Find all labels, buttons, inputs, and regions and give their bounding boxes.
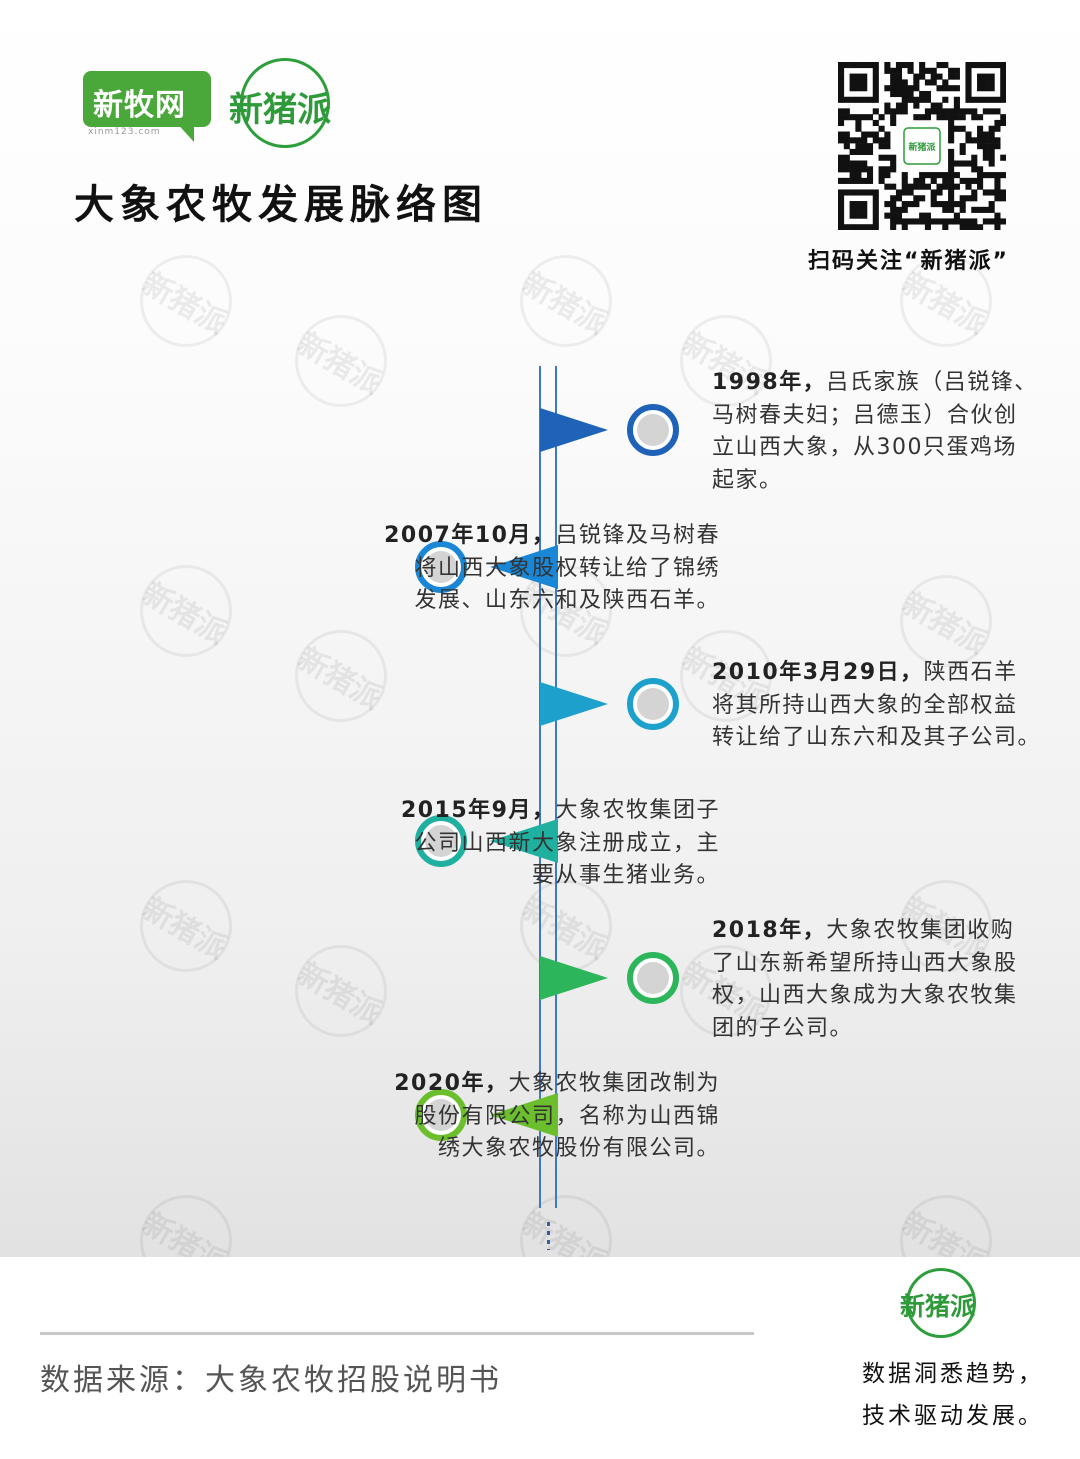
watermark-stamp: 新猪派 — [123, 238, 249, 364]
timeline-axis-line — [539, 366, 541, 1208]
timeline-entry-line: 权，山西大象成为大象农牧集 — [712, 983, 1018, 1008]
watermark-stamp: 新猪派 — [123, 863, 249, 989]
timeline-node-center — [637, 688, 669, 720]
xinmu-logo-url: xinm123.com — [88, 127, 161, 137]
timeline-entry-line: 1998年，吕氏家族（吕锐锋、 — [712, 367, 1038, 400]
timeline-entry-line: 2020年，大象农牧集团改制为 — [394, 1068, 720, 1101]
timeline-pointer-flag — [490, 819, 558, 863]
timeline-entry-line: 团的子公司。 — [712, 1015, 854, 1041]
watermark-stamp: 新猪派 — [123, 548, 249, 674]
timeline-node-center — [425, 825, 457, 857]
timeline-year: 2018年， — [712, 918, 827, 943]
xinmu-logo-tail — [174, 120, 194, 142]
footer-logo-text: 新猪派 — [900, 1292, 976, 1321]
timeline-pointer-flag — [490, 1093, 558, 1137]
watermark-stamp: 新猪派 — [883, 1178, 1009, 1257]
timeline-year: 1998年， — [712, 370, 827, 395]
timeline-pointer-flag — [540, 682, 608, 726]
xinzhupai-logo-text: 新猪派 — [229, 90, 331, 130]
timeline-entry-line: 将其所持山西大象的全部权益 — [712, 692, 1018, 718]
timeline-node-center — [425, 1099, 457, 1131]
timeline-entry-line: 转让给了山东六和及其子公司。 — [712, 725, 1042, 750]
timeline-year: 2010年3月29日， — [712, 660, 924, 685]
qr-code[interactable]: 新猪派 — [838, 62, 1006, 230]
timeline-entry-text: 2020年，大象农牧集团改制为股份有限公司，名称为山西锦绣大象农牧股份有限公司。 — [394, 1068, 720, 1166]
timeline-node — [415, 541, 467, 593]
watermark-stamp: 新猪派 — [503, 238, 629, 364]
timeline-node — [627, 404, 679, 456]
timeline-entry-text: 2018年，大象农牧集团收购了山东新希望所持山西大象股权，山西大象成为大象农牧集… — [712, 915, 1018, 1045]
watermark-stamp: 新猪派 — [278, 928, 404, 1054]
timeline-node — [627, 678, 679, 730]
watermark-stamp: 新猪派 — [503, 1178, 629, 1257]
xinzhupai-logo-ring — [240, 58, 330, 148]
qr-caption: 扫码关注“新猪派” — [808, 249, 1009, 274]
timeline-entry-line: 绣大象农牧股份有限公司。 — [437, 1136, 720, 1161]
timeline-pointer-flag — [540, 408, 608, 452]
timeline-entry-rest: 吕氏家族（吕锐锋、 — [826, 370, 1038, 395]
timeline-year: 2007年10月， — [384, 523, 556, 548]
timeline-entry-text: 2007年10月，吕锐锋及马树春将山西大象股权转让给了锦绣发展、山东六和及陕西石… — [384, 520, 720, 618]
timeline-node — [415, 1089, 467, 1141]
timeline-node-center — [425, 551, 457, 583]
slogan-line-1: 数据洞悉趋势， — [862, 1361, 1044, 1387]
timeline-entry-line: 立山西大象，从300只蛋鸡场 — [712, 435, 1017, 460]
svg-text:新猪派: 新猪派 — [908, 141, 936, 153]
timeline-entry-text: 2015年9月，大象农牧集团子公司山西新大象注册成立，主要从事生猪业务。 — [401, 795, 720, 893]
timeline-entry-text: 2010年3月29日，陕西石羊将其所持山西大象的全部权益转让给了山东六和及其子公… — [712, 657, 1041, 755]
timeline-entry-rest: 大象农牧集团改制为 — [508, 1071, 720, 1096]
data-source: 数据来源：大象农牧招股说明书 — [40, 1363, 502, 1398]
timeline-pointer-flag — [490, 545, 558, 589]
timeline-node — [627, 952, 679, 1004]
timeline-panel: 新猪派新猪派新猪派新猪派新猪派新猪派新猪派新猪派新猪派新猪派新猪派新猪派新猪派新… — [0, 0, 1080, 1257]
timeline-node-center — [637, 414, 669, 446]
timeline-axis-line — [555, 366, 557, 1208]
timeline-continuation-dots — [547, 1222, 550, 1250]
timeline-entry-rest: 陕西石羊 — [923, 660, 1018, 685]
timeline-entry-rest: 大象农牧集团收购 — [826, 918, 1015, 943]
footer-divider — [40, 1332, 754, 1335]
timeline-entry-line: 将山西大象股权转让给了锦绣 — [414, 555, 720, 581]
watermark-stamp: 新猪派 — [123, 1178, 249, 1257]
page-title: 大象农牧发展脉络图 — [74, 182, 488, 228]
timeline-year: 2015年9月， — [400, 798, 556, 823]
timeline-entry-text: 1998年，吕氏家族（吕锐锋、马树春夫妇；吕德玉）合伙创立山西大象，从300只蛋… — [712, 367, 1038, 497]
footer-logo-ring — [906, 1268, 976, 1338]
timeline-entry-line: 要从事生猪业务。 — [531, 863, 720, 888]
timeline-entry-line: 起家。 — [712, 467, 783, 493]
timeline-entry-line: 了山东新希望所持山西大象股 — [712, 950, 1018, 976]
timeline-pointer-flag — [540, 956, 608, 1000]
timeline-entry-line: 公司山西新大象注册成立，主 — [414, 830, 720, 856]
timeline-entry-line: 发展、山东六和及陕西石羊。 — [414, 588, 720, 613]
timeline-entry-line: 股份有限公司，名称为山西锦 — [414, 1103, 720, 1129]
timeline-node-center — [637, 962, 669, 994]
timeline-entry-line: 2018年，大象农牧集团收购 — [712, 915, 1018, 948]
slogan-line-2: 技术驱动发展。 — [862, 1403, 1044, 1429]
timeline-entry-line: 2007年10月，吕锐锋及马树春 — [384, 520, 720, 553]
timeline-entry-line: 马树春夫妇；吕德玉）合伙创 — [712, 402, 1018, 428]
xinmu-logo-text: 新牧网 — [93, 88, 186, 123]
timeline-entry-rest: 吕锐锋及马树春 — [555, 523, 720, 548]
timeline-entry-line: 2010年3月29日，陕西石羊 — [712, 657, 1041, 690]
xinmu-logo — [83, 71, 211, 127]
watermark-stamp: 新猪派 — [278, 298, 404, 424]
timeline-entry-rest: 大象农牧集团子 — [555, 798, 720, 823]
timeline-node — [415, 815, 467, 867]
timeline-entry-line: 2015年9月，大象农牧集团子 — [401, 795, 720, 828]
watermark-stamp: 新猪派 — [278, 613, 404, 739]
timeline-year: 2020年， — [394, 1071, 509, 1096]
